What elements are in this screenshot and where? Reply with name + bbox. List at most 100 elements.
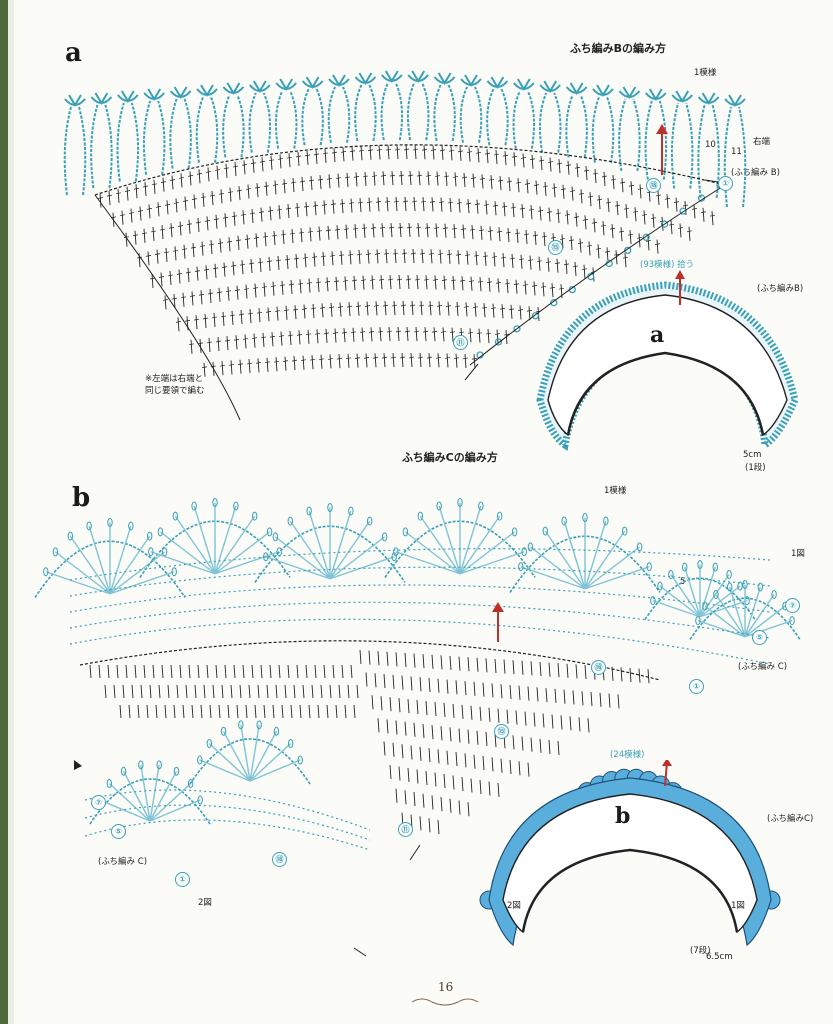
- stitch-post: [620, 227, 623, 242]
- stitch-post: [437, 678, 440, 693]
- stitch-bar: [158, 276, 165, 278]
- stitch-bar: [556, 162, 563, 165]
- stitch-post: [461, 776, 464, 792]
- stitch-post: [278, 205, 281, 220]
- stitch-post: [661, 216, 664, 231]
- fringe-knot: [724, 94, 746, 107]
- stitch-post: [476, 730, 479, 745]
- stitch-bar: [441, 279, 448, 281]
- stitch-post: [419, 816, 422, 831]
- stitch-post: [128, 704, 131, 719]
- stitch-post: [108, 191, 111, 206]
- stitch-bar: [376, 149, 383, 151]
- stitch-bar: [272, 184, 279, 186]
- stitch-bar: [494, 333, 501, 335]
- stitch-post: [565, 259, 568, 274]
- stitch-bar: [247, 312, 254, 315]
- stitch-bar: [346, 305, 353, 308]
- stitch-post: [463, 172, 466, 188]
- stitch-post: [338, 684, 341, 699]
- stitch-post: [435, 223, 438, 238]
- stitch-post: [549, 157, 552, 172]
- stitch-bar: [133, 187, 140, 190]
- stitch-post: [639, 184, 642, 199]
- stitch-bar: [436, 305, 443, 307]
- stitch-post: [234, 162, 237, 177]
- stitch-post: [456, 301, 459, 316]
- fan-spoke: [109, 525, 132, 594]
- stitch-bar: [454, 305, 461, 308]
- stitch-post: [547, 257, 550, 272]
- stitch-post: [338, 354, 341, 369]
- fringe-loop: [406, 82, 430, 141]
- fan-spoke: [140, 764, 151, 822]
- stitch-bar: [220, 315, 227, 318]
- stitch-post: [327, 225, 330, 240]
- stitch-bar: [451, 227, 458, 230]
- fan-spoke: [744, 594, 775, 638]
- stitch-post: [497, 782, 500, 798]
- stitch-post: [584, 215, 587, 230]
- fan-petal: [120, 766, 127, 776]
- fan-spoke: [193, 505, 216, 574]
- stitch-bar: [209, 194, 216, 197]
- stitch-post: [364, 171, 367, 186]
- stitch-bar: [191, 198, 198, 200]
- stitch-bar: [352, 227, 359, 230]
- shape-b-edge-label: (ふち編みC): [767, 814, 814, 824]
- stitch-post: [494, 658, 497, 674]
- fan-petal: [272, 532, 279, 542]
- stitch-bar: [137, 210, 144, 212]
- stitch-bar: [318, 358, 325, 361]
- stitch-bar: [304, 154, 311, 157]
- stitch-post: [348, 302, 351, 317]
- stitch-bar: [586, 245, 593, 247]
- diagram-a-title: ふち編みBの編み方: [570, 42, 667, 55]
- stitch-post: [332, 199, 335, 214]
- stitch-post: [288, 153, 291, 168]
- stitch-post: [527, 762, 530, 777]
- stitch-bar: [231, 215, 238, 218]
- fan-petal: [646, 562, 652, 572]
- stitch-post: [177, 317, 180, 332]
- fan-petal: [191, 501, 197, 511]
- fan-petal: [197, 795, 203, 805]
- stitch-bar: [455, 253, 462, 256]
- fringe-knot: [671, 90, 693, 103]
- stitch-post: [353, 275, 356, 291]
- stitch-bar: [596, 198, 603, 201]
- stitch-post: [361, 327, 364, 342]
- shape-a-inner-edge: [566, 351, 765, 436]
- stitch-post: [300, 228, 303, 243]
- stitch-post: [530, 737, 533, 752]
- stitch-post: [315, 149, 318, 164]
- stitch-post: [179, 664, 182, 679]
- stitch-bar: [390, 356, 397, 359]
- stitch-post: [413, 197, 416, 212]
- stitch-post: [467, 657, 470, 672]
- stitch-post: [398, 274, 401, 290]
- stitch-bar: [427, 304, 434, 307]
- stitch-bar: [471, 357, 478, 360]
- stitch-post: [179, 221, 182, 236]
- stitch-bar: [439, 149, 446, 152]
- fan-spoke: [744, 605, 786, 638]
- stitch-post: [148, 204, 151, 219]
- stitch-bar: [632, 210, 639, 213]
- stitch-post: [254, 704, 257, 719]
- stitch-post: [576, 163, 579, 178]
- stitch-post: [476, 657, 479, 672]
- fan-petal: [156, 760, 162, 770]
- stitch-bar: [97, 197, 104, 199]
- stitch-post: [249, 309, 252, 324]
- stitch-bar: [485, 332, 492, 335]
- stitch-post: [295, 254, 298, 269]
- fan-spoke: [459, 531, 516, 575]
- shape-b-fig2: 2図: [507, 901, 521, 911]
- stitch-bar: [569, 190, 576, 192]
- stitch-post: [556, 258, 559, 273]
- stitch-post: [345, 224, 348, 239]
- stitch-bar: [264, 361, 271, 364]
- stitch-post: [525, 229, 528, 244]
- stitch-post: [283, 179, 286, 194]
